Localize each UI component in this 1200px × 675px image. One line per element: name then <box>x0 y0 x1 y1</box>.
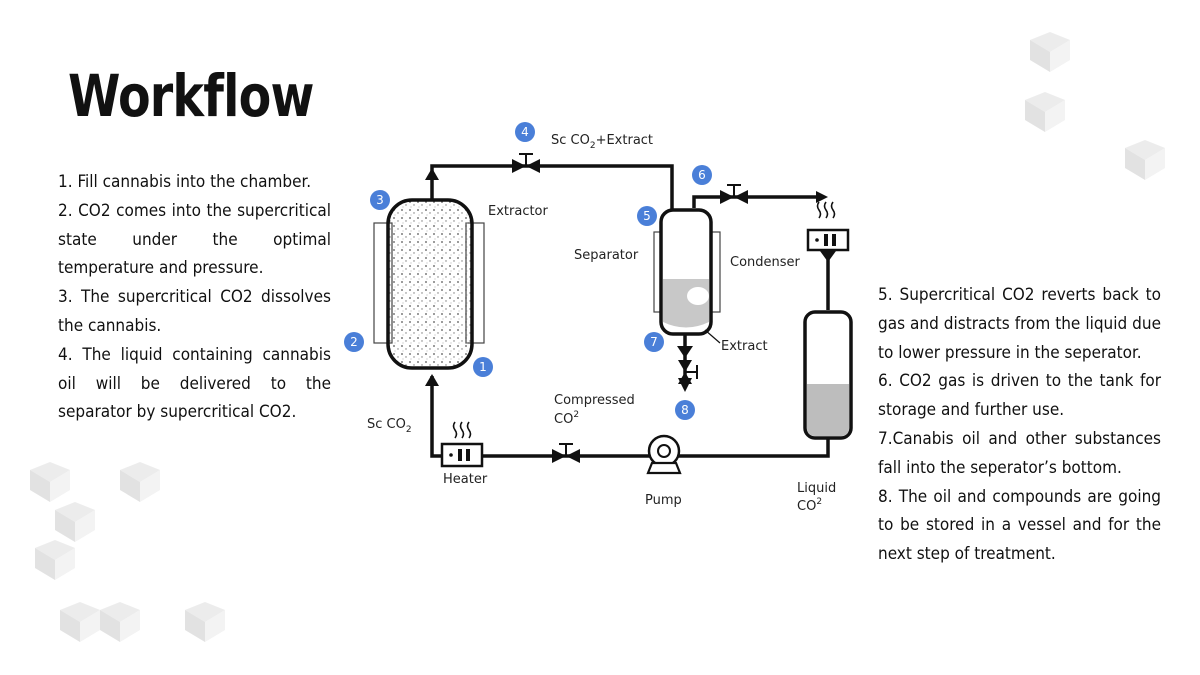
steps-left-list: 1. Fill cannabis into the chamber. 2. CO… <box>58 168 331 427</box>
label-compressed-co2: CO2 <box>554 410 579 427</box>
marker-5-label: 5 <box>643 209 651 223</box>
label-extract: Extract <box>721 339 768 354</box>
marker-5 <box>637 206 657 226</box>
marker-1 <box>473 357 493 377</box>
label-liquid-co2: CO2 <box>797 497 822 514</box>
label-extractor: Extractor <box>488 204 549 219</box>
step-6: 6. CO2 gas is driven to the tank for sto… <box>878 371 1161 421</box>
step-4: 4. The liquid containing cannabis oil wi… <box>58 344 331 423</box>
valve-extract <box>678 360 698 384</box>
label-pump: Pump <box>645 493 682 508</box>
heater-unit <box>440 421 484 468</box>
marker-3-label: 3 <box>376 193 384 207</box>
label-sc-co2-extract: Sc CO2+Extract <box>551 133 653 151</box>
step-3: 3. The supercritical CO2 dissolves the c… <box>58 287 331 336</box>
step-7: 7.Canabis oil and other substances fall … <box>878 428 1161 478</box>
label-sc-co2: Sc CO2 <box>367 417 412 435</box>
marker-3 <box>370 190 390 210</box>
label-compressed: Compressed <box>554 393 635 408</box>
marker-8 <box>675 400 695 420</box>
process-diagram: Extractor Separator Condenser Extract Sc… <box>344 122 853 514</box>
step-markers <box>344 122 712 420</box>
label-separator: Separator <box>574 248 639 263</box>
step-2: 2. CO2 comes into the supercritical stat… <box>58 200 331 279</box>
extractor-vessel <box>373 198 485 370</box>
marker-6 <box>692 165 712 185</box>
label-condenser: Condenser <box>730 255 801 270</box>
steps-right-list: 5. Supercritical CO2 reverts back to gas… <box>878 281 1161 569</box>
marker-7-label: 7 <box>650 335 658 349</box>
page-title: Workflow <box>68 62 314 130</box>
step-1: 1. Fill cannabis into the chamber. <box>58 172 312 192</box>
valve-top <box>512 153 540 173</box>
marker-1-label: 1 <box>479 360 487 374</box>
pump-unit <box>646 434 682 475</box>
marker-2 <box>344 332 364 352</box>
marker-8-label: 8 <box>681 403 689 417</box>
step-5: 5. Supercritical CO2 reverts back to gas… <box>878 285 1161 363</box>
label-liquid: Liquid <box>797 481 836 496</box>
separator-vessel <box>653 208 721 336</box>
marker-7 <box>644 332 664 352</box>
marker-4-label: 4 <box>521 125 529 139</box>
marker-2-label: 2 <box>350 335 358 349</box>
step-8: 8. The oil and compounds are going to be… <box>878 486 1161 565</box>
valve-condenser <box>720 184 748 204</box>
marker-6-label: 6 <box>698 168 706 182</box>
valve-bottom <box>552 443 580 463</box>
label-heater: Heater <box>443 472 488 487</box>
liquid-co2-tank <box>803 310 853 440</box>
marker-4 <box>515 122 535 142</box>
extract-pointer <box>704 329 721 344</box>
cooler-unit <box>806 201 850 262</box>
